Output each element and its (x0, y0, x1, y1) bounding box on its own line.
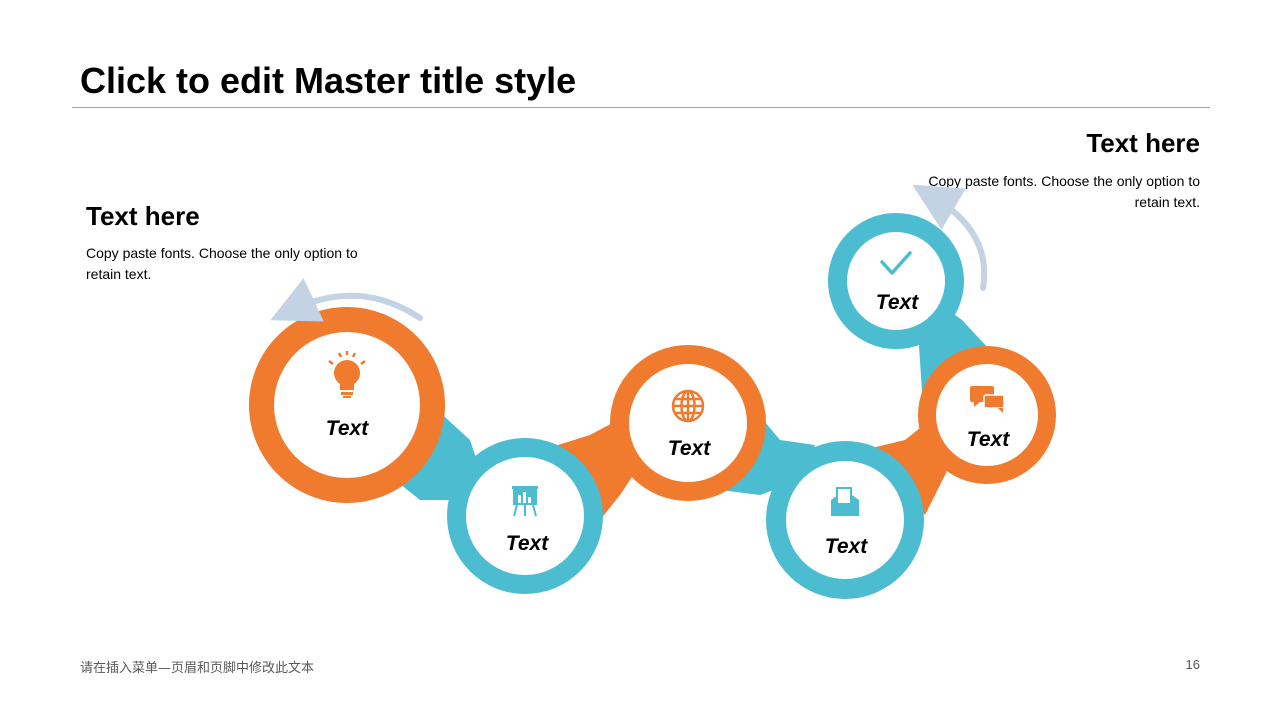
node-label-2[interactable]: Text (506, 532, 549, 555)
checkmark-icon (880, 251, 912, 275)
node-label-4[interactable]: Text (825, 535, 868, 558)
envelope-open-icon (831, 487, 859, 516)
node-label-1[interactable]: Text (326, 417, 369, 440)
presentation-chart-icon (512, 486, 538, 517)
node-label-5[interactable]: Text (967, 428, 1010, 451)
right-callout-body[interactable]: Copy paste fonts. Choose the only option… (928, 173, 1200, 210)
lightbulb-icon (328, 351, 366, 398)
title-divider (72, 107, 1210, 108)
left-callout-heading[interactable]: Text here (86, 201, 200, 231)
right-curved-arrow (912, 184, 988, 291)
slide-title[interactable]: Click to edit Master title style (80, 60, 577, 101)
page-number: 16 (1185, 657, 1200, 672)
chat-bubbles-icon (970, 386, 1005, 413)
left-callout-body[interactable]: Copy paste fonts. Choose the only option… (86, 245, 358, 282)
footer-text[interactable]: 请在插入菜单—页眉和页脚中修改此文本 (80, 661, 315, 676)
right-callout-heading[interactable]: Text here (1086, 128, 1200, 158)
node-label-3[interactable]: Text (668, 437, 711, 460)
globe-icon (671, 389, 705, 423)
node-label-6[interactable]: Text (876, 291, 919, 314)
left-curved-arrow (270, 278, 423, 322)
node-cores (274, 232, 1038, 579)
